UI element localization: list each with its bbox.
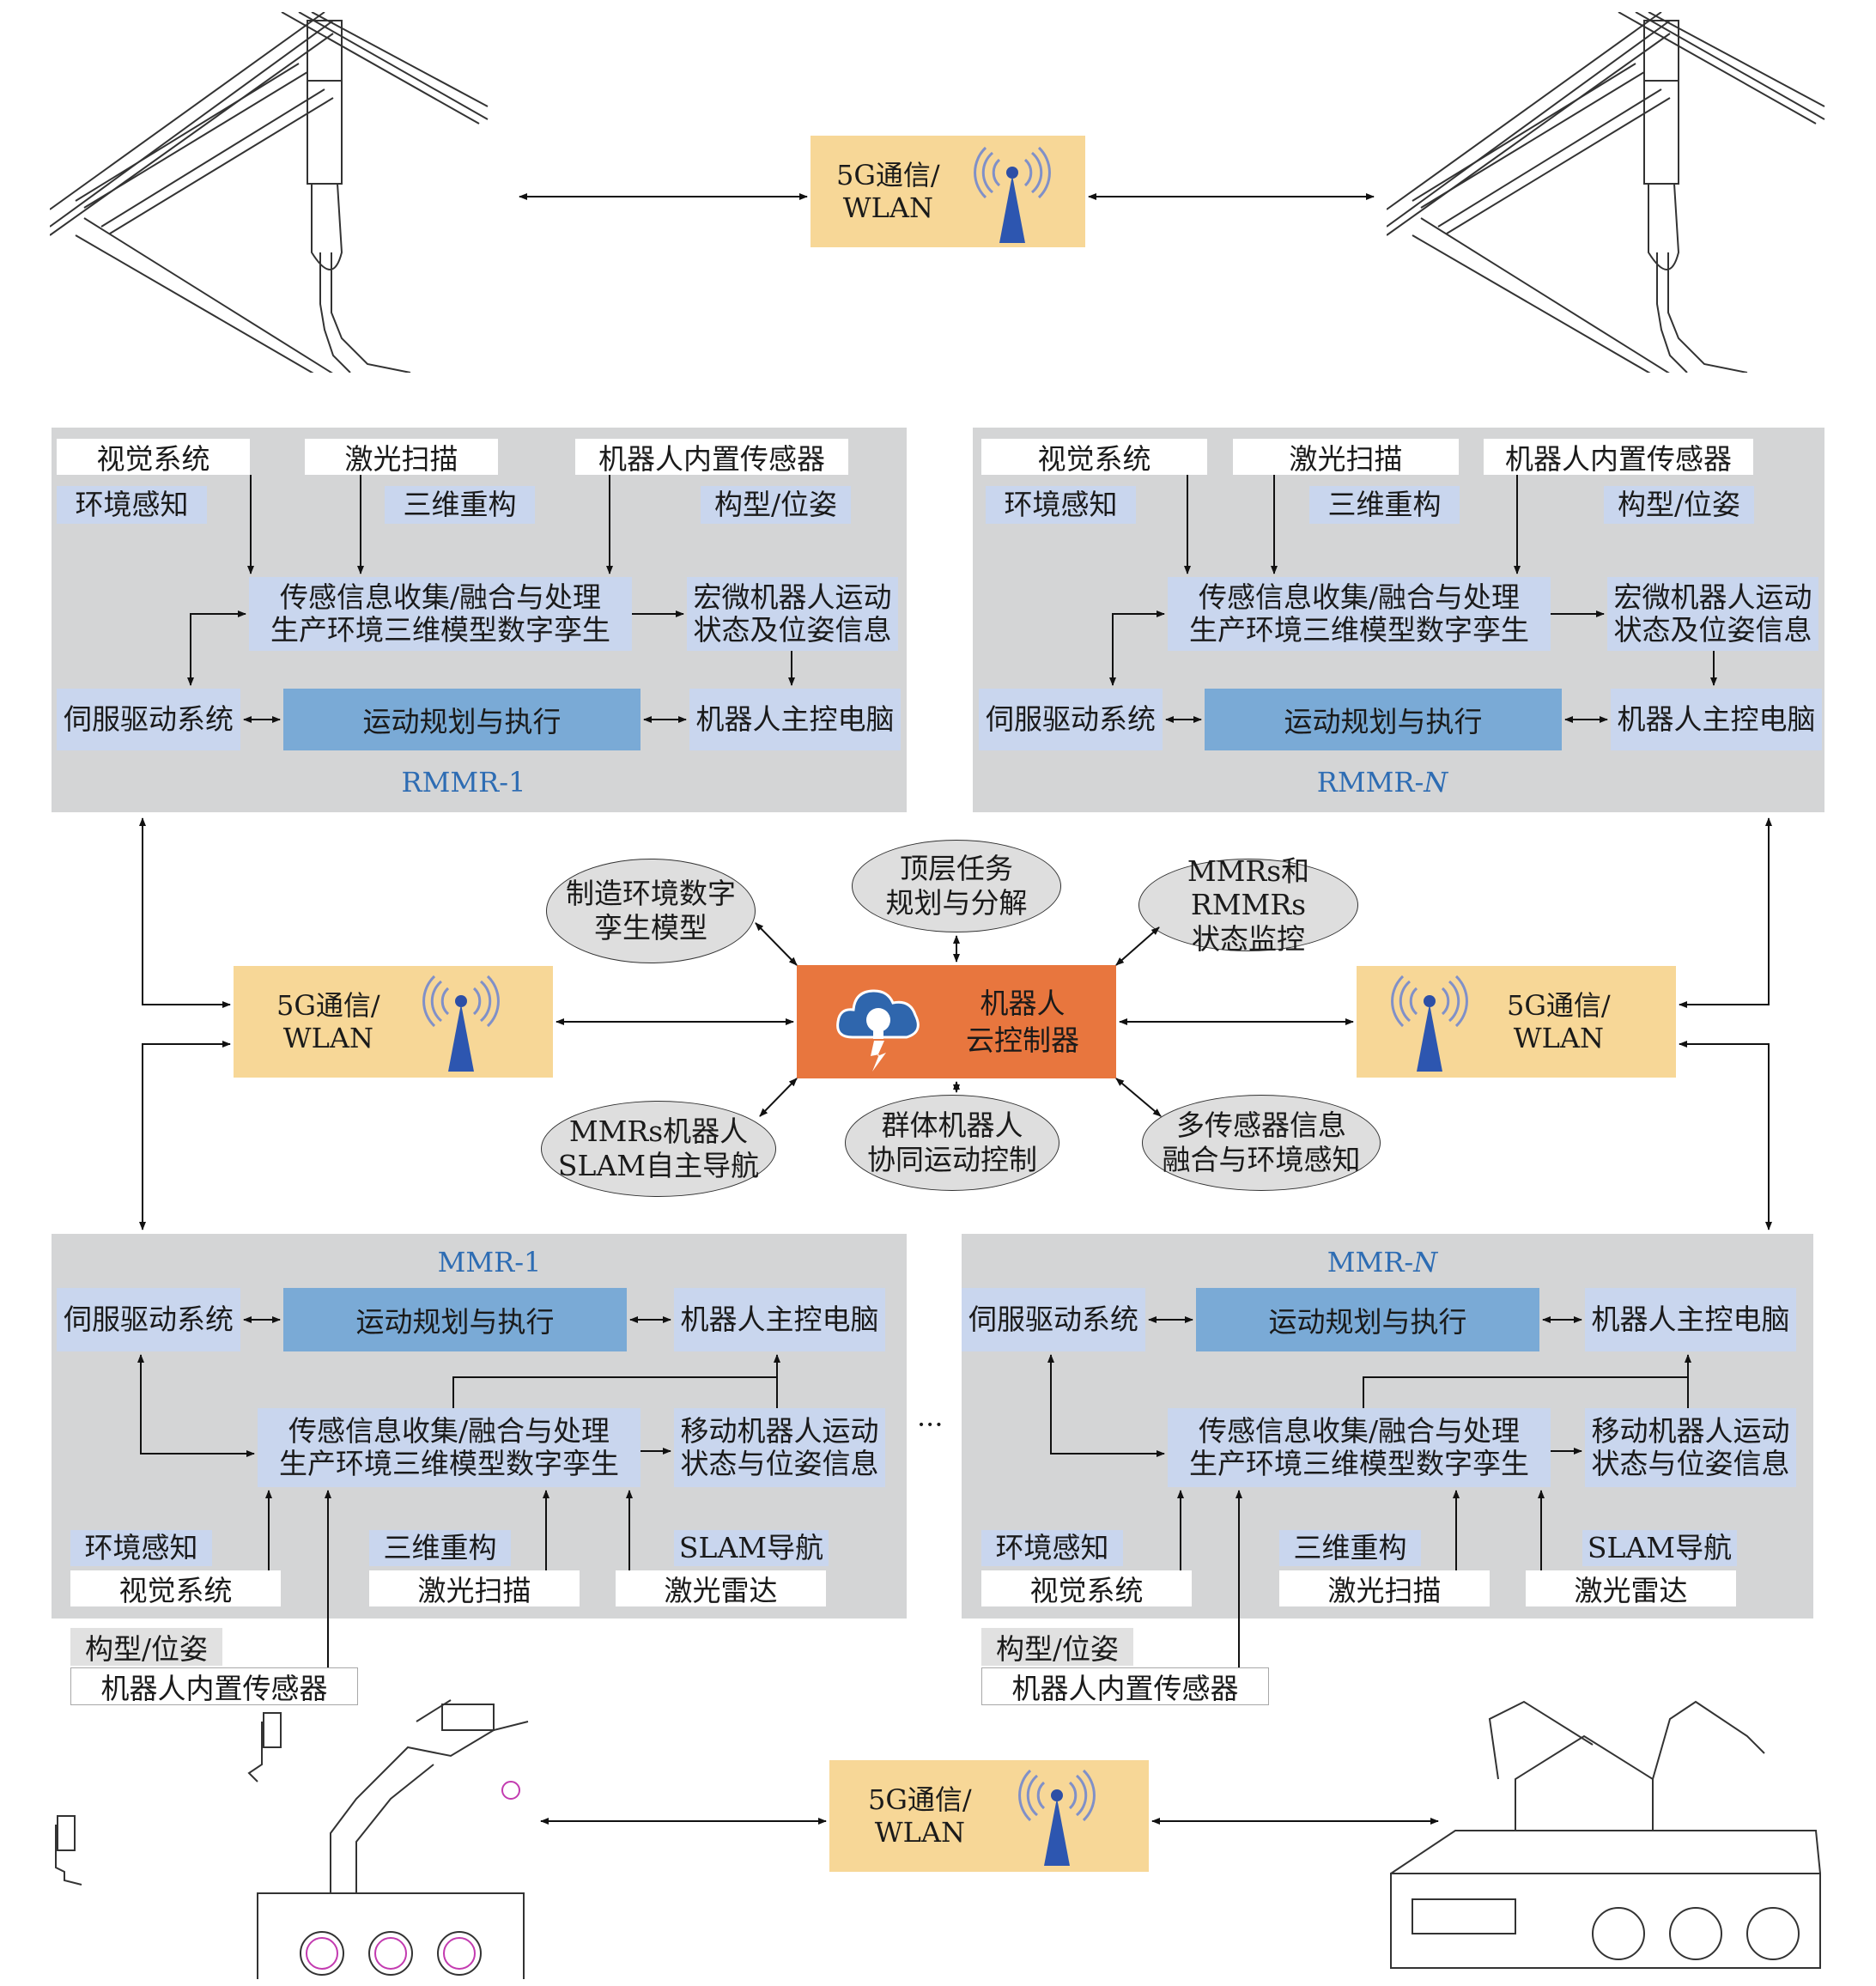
mmrn-servo-drive: 伺服驱动系统 (962, 1288, 1145, 1351)
rmmr1-sensor-fusion: 传感信息收集/融合与处理 生产环境三维模型数字孪生 (249, 577, 632, 651)
comm-box-top: 5G通信/WLAN (811, 136, 1085, 247)
ellipsis: ··· (917, 1408, 944, 1441)
rmmr1-config-pose: 构型/位姿 (701, 486, 851, 524)
mmrn-motion-planning: 运动规划与执行 (1196, 1288, 1539, 1351)
gantry-robot-right-illustration (1387, 12, 1825, 373)
rmmrn-3d-reconstruction: 三维重构 (1309, 486, 1460, 524)
rmmr1-3d-reconstruction: 三维重构 (385, 486, 535, 524)
ellipse-task-planning: 顶层任务 规划与分解 (852, 840, 1061, 932)
comm-box-right: 5G通信/WLAN (1357, 966, 1676, 1078)
rmmr1-motion-planning: 运动规划与执行 (283, 689, 641, 750)
rmmrn-title: RMMR-N (1316, 766, 1448, 799)
rmmrn-builtin-sensor: 机器人内置传感器 (1484, 439, 1753, 476)
mmr1-slam-nav: SLAM导航 (674, 1530, 829, 1566)
ellipse-swarm-control: 群体机器人 协同运动控制 (845, 1095, 1059, 1191)
mmr1-3d-reconstruction: 三维重构 (369, 1530, 511, 1566)
rmmr1-builtin-sensor: 机器人内置传感器 (575, 439, 848, 476)
mmrn-laser-scan: 激光扫描 (1279, 1570, 1490, 1607)
rmmr1-main-computer: 机器人主控电脑 (689, 689, 901, 750)
rmmrn-laser-scan: 激光扫描 (1233, 439, 1459, 476)
mmrn-motion-state: 移动机器人运动 状态与位姿信息 (1585, 1408, 1796, 1487)
mmr1-config-pose: 构型/位姿 (70, 1628, 222, 1666)
mmr1-main-computer: 机器人主控电脑 (674, 1288, 885, 1351)
mmrn-3d-reconstruction: 三维重构 (1279, 1530, 1421, 1566)
rmmr1-vision-system: 视觉系统 (57, 439, 250, 476)
antenna-icon (974, 146, 1051, 243)
mmrn-main-computer: 机器人主控电脑 (1585, 1288, 1796, 1351)
antenna-icon (1391, 975, 1468, 1072)
mobile-robot-right-illustration (1390, 1700, 1821, 1969)
comm-box-left: 5G通信/WLAN (234, 966, 553, 1078)
rmmrn-motion-state: 宏微机器人运动 状态及位姿信息 (1607, 577, 1818, 651)
mobile-robot-left-illustration (55, 1699, 529, 1979)
cloud-controller-label: 机器人云控制器 (966, 987, 1079, 1057)
rmmrn-main-computer: 机器人主控电脑 (1611, 689, 1822, 750)
rmmrn-env-perception: 环境感知 (986, 486, 1136, 524)
rmmr1-title: RMMR-1 (401, 766, 526, 799)
mmr1-motion-planning: 运动规划与执行 (283, 1288, 627, 1351)
ellipse-sensor-fusion: 多传感器信息 融合与环境感知 (1142, 1095, 1381, 1191)
mmr1-sensor-fusion: 传感信息收集/融合与处理 生产环境三维模型数字孪生 (258, 1408, 641, 1487)
rmmr1-servo-drive: 伺服驱动系统 (57, 689, 240, 750)
ellipse-slam-navigation: MMRs机器人 SLAM自主导航 (541, 1101, 776, 1197)
mmr1-vision-system: 视觉系统 (70, 1570, 281, 1607)
comm-box-bottom: 5G通信/WLAN (829, 1760, 1149, 1872)
mmrn-lidar: 激光雷达 (1526, 1570, 1736, 1607)
rmmrn-motion-planning: 运动规划与执行 (1205, 689, 1562, 750)
comm-label: 5G通信/WLAN (276, 988, 380, 1054)
ellipse-digital-twin: 制造环境数字 孪生模型 (546, 859, 756, 963)
comm-label: 5G通信/WLAN (1507, 988, 1611, 1054)
comm-label: 5G通信/WLAN (868, 1783, 972, 1849)
rmmrn-sensor-fusion: 传感信息收集/融合与处理 生产环境三维模型数字孪生 (1168, 577, 1551, 651)
ellipse-status-monitor: MMRs和RMMRs 状态监控 (1138, 854, 1358, 956)
antenna-icon (422, 975, 500, 1072)
rmmrn-vision-system: 视觉系统 (981, 439, 1207, 476)
cloud-bulb-icon (836, 989, 920, 1072)
mmr1-laser-scan: 激光扫描 (369, 1570, 580, 1607)
mmrn-builtin-sensor: 机器人内置传感器 (981, 1667, 1269, 1705)
rmmrn-servo-drive: 伺服驱动系统 (979, 689, 1163, 750)
gantry-robot-left-illustration (50, 12, 489, 373)
mmr1-builtin-sensor: 机器人内置传感器 (70, 1667, 358, 1705)
rmmr1-motion-state: 宏微机器人运动 状态及位姿信息 (687, 577, 898, 651)
antenna-icon (1018, 1769, 1096, 1866)
rmmr1-env-perception: 环境感知 (57, 486, 207, 524)
rmmrn-config-pose: 构型/位姿 (1604, 486, 1754, 524)
mmrn-sensor-fusion: 传感信息收集/融合与处理 生产环境三维模型数字孪生 (1168, 1408, 1551, 1487)
mmrn-slam-nav: SLAM导航 (1582, 1530, 1737, 1566)
mmrn-env-perception: 环境感知 (981, 1530, 1123, 1566)
mmr1-servo-drive: 伺服驱动系统 (57, 1288, 240, 1351)
mmrn-vision-system: 视觉系统 (981, 1570, 1192, 1607)
rmmr1-laser-scan: 激光扫描 (305, 439, 498, 476)
mmr1-title: MMR-1 (437, 1246, 542, 1278)
mmrn-config-pose: 构型/位姿 (981, 1628, 1133, 1666)
mmr1-lidar: 激光雷达 (616, 1570, 826, 1607)
mmr1-motion-state: 移动机器人运动 状态与位姿信息 (674, 1408, 885, 1487)
comm-label: 5G通信/WLAN (836, 158, 940, 224)
mmr1-env-perception: 环境感知 (70, 1530, 212, 1566)
cloud-controller: 机器人云控制器 (797, 965, 1116, 1078)
mmrn-title: MMR-N (1327, 1246, 1438, 1278)
